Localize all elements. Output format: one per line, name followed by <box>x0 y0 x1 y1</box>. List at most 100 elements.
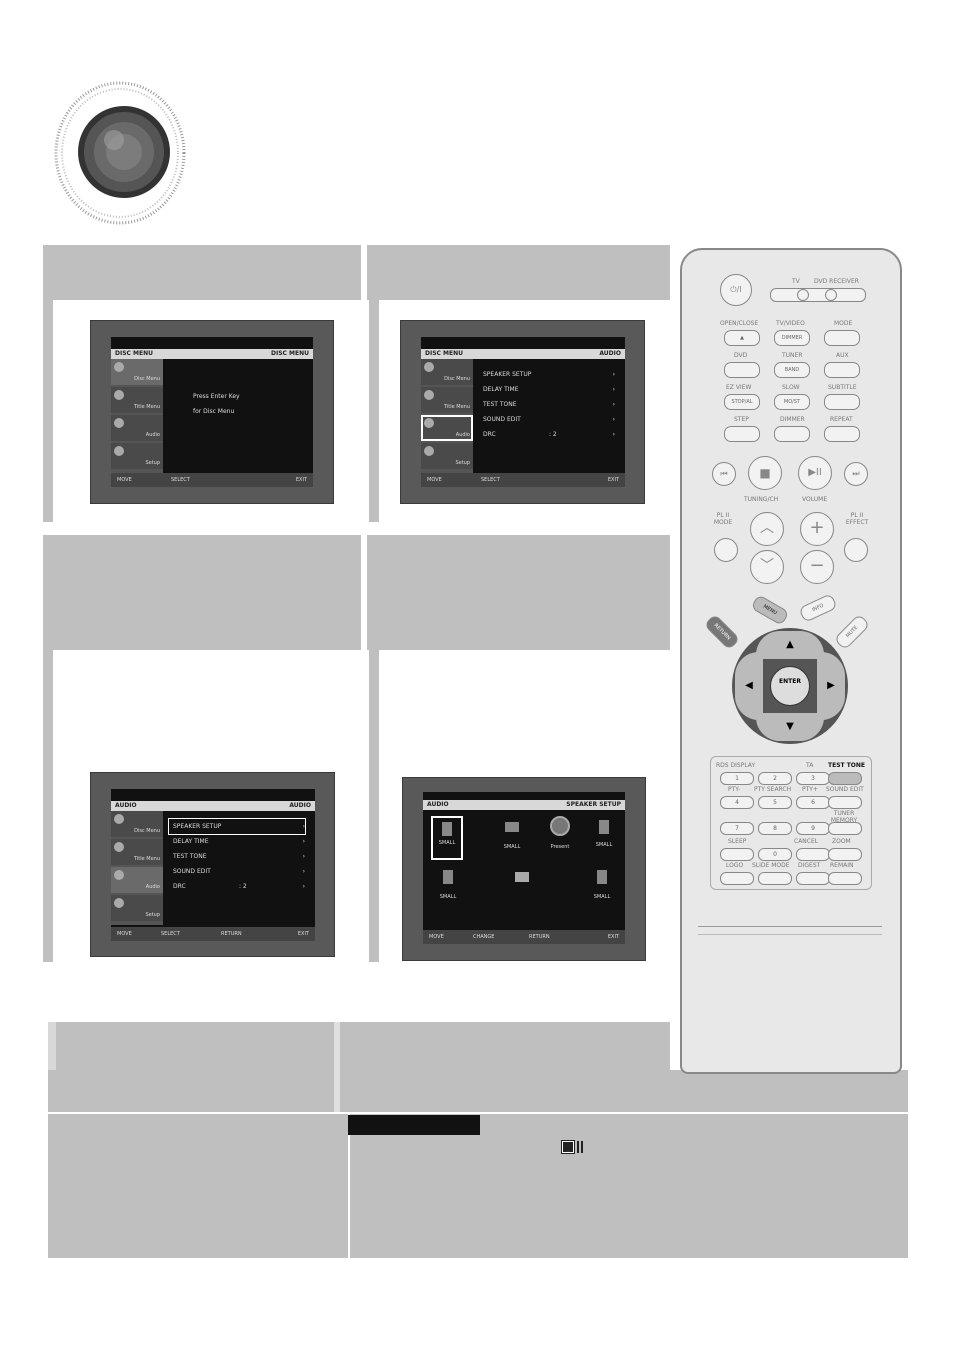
num-1-button[interactable]: 1 <box>720 772 754 785</box>
left-arrow-button[interactable]: ◀ <box>735 652 763 720</box>
num-0-button[interactable]: 0 <box>758 848 792 861</box>
speaker-icon <box>442 822 452 836</box>
menu-item[interactable]: DRC: 2› <box>483 431 615 438</box>
side-item-title-menu[interactable]: Title Menu <box>421 387 473 413</box>
down-arrow-button[interactable]: ▼ <box>756 713 824 741</box>
menu-item[interactable]: DRC: 2› <box>173 883 305 890</box>
sound-edit-button[interactable] <box>828 796 862 809</box>
num-8-button[interactable]: 8 <box>758 822 792 835</box>
speaker-subwoofer[interactable]: Present <box>545 816 575 850</box>
speaker-front-left[interactable]: SMALL <box>431 816 463 860</box>
battery-cover-line <box>698 926 882 927</box>
speaker-rear-left[interactable]: SMALL <box>433 868 463 900</box>
side-item-disc-menu[interactable]: Disc Menu <box>421 359 473 385</box>
tuner-band-button[interactable]: BAND <box>774 362 810 378</box>
side-item-title-menu[interactable]: Title Menu <box>111 839 163 865</box>
speaker-icon <box>424 418 434 428</box>
switch-knob-dvd <box>825 289 837 301</box>
remote-control: ⏻/I TV DVD RECEIVER OPEN/CLOSE TV/VIDEO … <box>680 248 902 1074</box>
subwoofer-icon <box>550 816 570 836</box>
screen-disc-menu: DISC MENU DISC MENU Disc Menu Title Menu… <box>90 320 334 504</box>
tuner-memory-button[interactable] <box>828 822 862 835</box>
side-menu: Disc Menu Title Menu Audio Setup <box>111 359 163 473</box>
cancel-button[interactable] <box>796 848 830 861</box>
play-pause-button[interactable]: ▶II <box>798 456 832 490</box>
step-button[interactable] <box>724 426 760 442</box>
menu-item[interactable]: DELAY TIME› <box>173 838 305 845</box>
enter-button[interactable]: ENTER <box>770 666 810 706</box>
stop-button[interactable]: ■ <box>748 456 782 490</box>
side-item-setup[interactable]: Setup <box>421 443 473 469</box>
side-item-audio[interactable]: Audio <box>111 867 163 893</box>
slow-button[interactable]: MO/ST <box>774 394 810 410</box>
switch-knob-tv <box>797 289 809 301</box>
tv-video-button[interactable]: DIMMER <box>774 330 810 346</box>
speaker-rear-right[interactable]: SMALL <box>587 868 617 900</box>
num-4-button[interactable]: 4 <box>720 796 754 809</box>
aux-button[interactable] <box>824 362 860 378</box>
num-7-button[interactable]: 7 <box>720 822 754 835</box>
volume-down-button[interactable]: − <box>800 550 834 584</box>
title-icon <box>424 390 434 400</box>
power-button[interactable]: ⏻/I <box>720 274 752 306</box>
repeat-button[interactable] <box>824 426 860 442</box>
side-item-audio[interactable]: Audio <box>421 415 473 441</box>
mode-switch[interactable] <box>770 288 866 302</box>
num-3-button[interactable]: 3 <box>796 772 830 785</box>
bottom-content-left <box>48 1114 348 1258</box>
tuning-down-button[interactable]: ﹀ <box>750 550 784 584</box>
disc-icon <box>114 362 124 372</box>
remain-button[interactable] <box>828 872 862 885</box>
dimmer-button[interactable] <box>774 426 810 442</box>
digest-button[interactable] <box>796 872 830 885</box>
ez-view-button[interactable]: STOP/AL <box>724 394 760 410</box>
speaker-front-right[interactable]: SMALL <box>589 818 619 848</box>
zoom-button[interactable] <box>828 848 862 861</box>
logo-button[interactable] <box>720 872 754 885</box>
side-item-title-menu[interactable]: Title Menu <box>111 387 163 413</box>
menu-button[interactable]: MENU <box>750 594 790 626</box>
side-item-audio[interactable]: Audio <box>111 415 163 441</box>
subtitle-button[interactable] <box>824 394 860 410</box>
menu-item[interactable]: DELAY TIME› <box>483 386 615 393</box>
test-tone-button[interactable] <box>828 772 862 785</box>
disc-icon <box>114 814 124 824</box>
menu-item[interactable]: SOUND EDIT› <box>173 868 305 875</box>
tuning-up-button[interactable]: ︿ <box>750 512 784 546</box>
num-2-button[interactable]: 2 <box>758 772 792 785</box>
skip-back-button[interactable]: ⏮ <box>712 462 736 486</box>
skip-forward-button[interactable]: ⏭ <box>844 462 868 486</box>
mute-button[interactable]: MUTE <box>833 613 871 651</box>
info-button[interactable]: INFO <box>798 593 838 623</box>
open-close-button[interactable]: ▲ <box>724 330 760 346</box>
dolby-pro-logic-icon <box>561 1139 585 1154</box>
menu-item[interactable]: SPEAKER SETUP› <box>483 371 615 378</box>
side-item-disc-menu[interactable]: Disc Menu <box>111 359 163 385</box>
menu-item[interactable]: SOUND EDIT› <box>483 416 615 423</box>
tv-footer: MOVE SELECT RETURN EXIT <box>111 927 315 941</box>
side-item-setup[interactable]: Setup <box>111 443 163 469</box>
up-arrow-button[interactable]: ▲ <box>756 631 824 659</box>
num-9-button[interactable]: 9 <box>796 822 830 835</box>
num-6-button[interactable]: 6 <box>796 796 830 809</box>
speaker-icon <box>505 822 519 832</box>
dvd-button[interactable] <box>724 362 760 378</box>
pl-mode-button[interactable] <box>714 538 738 562</box>
side-item-disc-menu[interactable]: Disc Menu <box>111 811 163 837</box>
menu-item[interactable]: TEST TONE› <box>483 401 615 408</box>
slide-mode-button[interactable] <box>758 872 792 885</box>
pl-effect-button[interactable] <box>844 538 868 562</box>
return-button[interactable]: RETURN <box>703 613 741 651</box>
speaker-icon <box>599 820 609 834</box>
mode-button[interactable] <box>824 330 860 346</box>
speaker-center[interactable]: SMALL <box>497 818 527 850</box>
sleep-button[interactable] <box>720 848 754 861</box>
right-arrow-button[interactable]: ▶ <box>817 652 845 720</box>
screen-audio-select: DISC MENU AUDIO Disc Menu Title Menu Aud… <box>400 320 645 504</box>
side-item-setup[interactable]: Setup <box>111 895 163 921</box>
audio-menu: SPEAKER SETUP› DELAY TIME› TEST TONE› SO… <box>168 818 306 894</box>
volume-up-button[interactable]: + <box>800 512 834 546</box>
num-5-button[interactable]: 5 <box>758 796 792 809</box>
menu-item-selected[interactable]: SPEAKER SETUP› <box>168 818 306 835</box>
menu-item[interactable]: TEST TONE› <box>173 853 305 860</box>
